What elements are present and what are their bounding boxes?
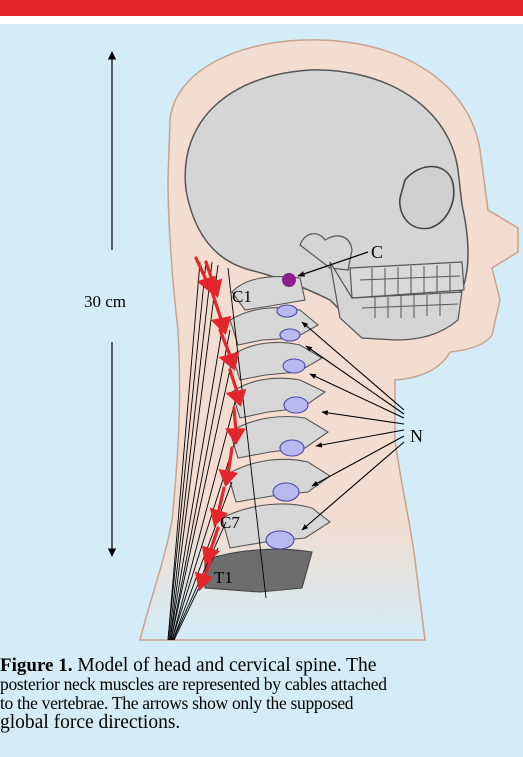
disc (280, 329, 300, 341)
figure-caption: Figure 1. Model of head and cervical spi… (0, 656, 523, 732)
disc (284, 397, 308, 413)
top-white-strip (0, 16, 523, 24)
caption-line-1-text: Model of head and cervical spine. The (72, 655, 376, 676)
dimension-label: 30 cm (84, 292, 126, 311)
caption-line-2: posterior neck muscles are represented b… (0, 675, 523, 694)
caption-lead: Figure 1. (0, 655, 72, 676)
disc (266, 531, 294, 549)
caption-line-3: to the vertebrae. The arrows show only t… (0, 694, 523, 713)
caption-line-4: global force directions. (0, 713, 523, 732)
head-neck-diagram: 30 cm C C1 C7 T1 N (0, 24, 523, 644)
disc (280, 440, 304, 456)
disc (277, 305, 297, 317)
top-red-rule (0, 0, 523, 16)
disc (273, 483, 299, 501)
caption-line-1: Figure 1. Model of head and cervical spi… (0, 656, 523, 675)
c1-label: C1 (232, 287, 252, 306)
n-label: N (410, 426, 423, 446)
c7-label: C7 (220, 513, 240, 532)
t1-label: T1 (214, 568, 233, 587)
disc (283, 359, 305, 373)
center-label: C (371, 242, 383, 262)
center-point (282, 273, 296, 287)
